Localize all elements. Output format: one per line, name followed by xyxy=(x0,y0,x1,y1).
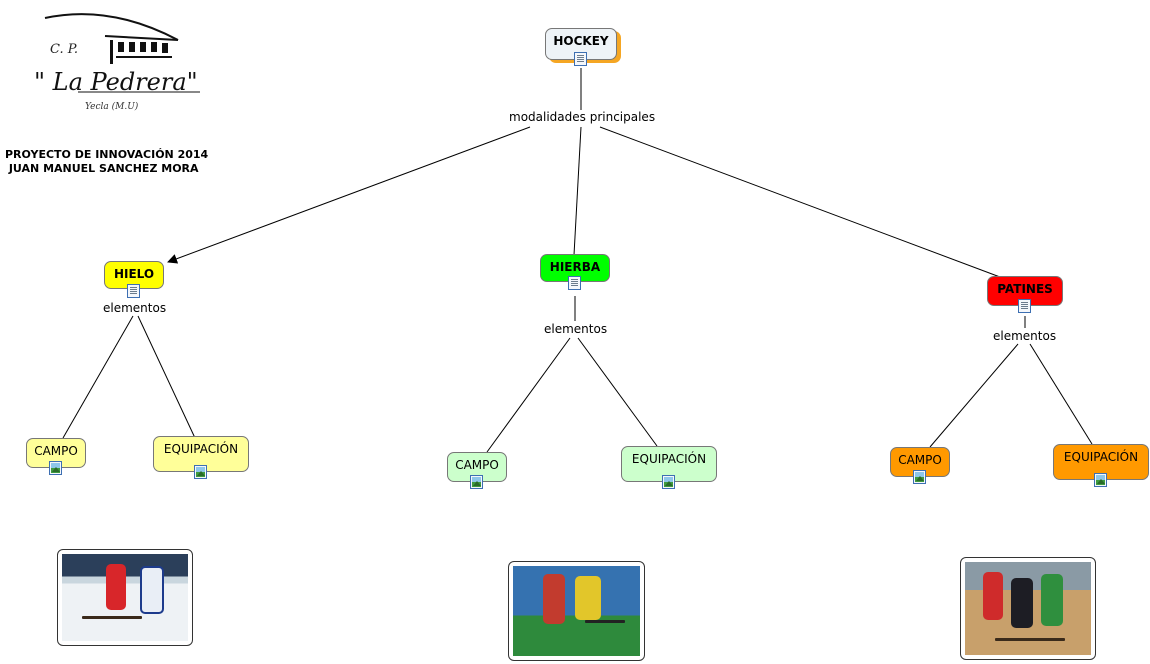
document-icon[interactable] xyxy=(574,52,587,66)
link-elementos-hielo: elementos xyxy=(101,301,169,315)
field-hockey-image xyxy=(513,566,640,656)
image-icon[interactable] xyxy=(662,475,675,489)
field-hockey-photo[interactable] xyxy=(508,561,645,661)
project-caption: PROYECTO DE INNOVACIÓN 2014 JUAN MANUEL … xyxy=(5,148,208,176)
ice-hockey-image xyxy=(62,554,188,641)
document-icon[interactable] xyxy=(1018,299,1031,313)
roller-hockey-image xyxy=(965,562,1091,655)
concept-equipacion-label: EQUIPACIÓN xyxy=(1063,450,1139,464)
logo-town: Yecla (M.U) xyxy=(85,102,139,112)
concept-campo-label: CAMPO xyxy=(34,444,78,458)
logo-prefix: C. P. xyxy=(50,42,78,57)
concept-hockey[interactable]: HOCKEY xyxy=(545,28,617,60)
image-icon[interactable] xyxy=(49,461,62,475)
link-elementos-patines: elementos xyxy=(991,329,1059,343)
concept-equipacion-label: EQUIPACIÓN xyxy=(163,442,239,456)
concept-patines-label: PATINES xyxy=(997,282,1053,296)
link-elementos-hierba: elementos xyxy=(542,322,610,336)
concept-campo-label: CAMPO xyxy=(455,458,499,472)
concept-hockey-label: HOCKEY xyxy=(553,34,609,48)
image-icon[interactable] xyxy=(194,465,207,479)
concept-campo-label: CAMPO xyxy=(898,453,942,467)
concept-equipacion-label: EQUIPACIÓN xyxy=(631,452,707,466)
logo-school-name: " La Pedrera" xyxy=(34,68,198,96)
project-title: PROYECTO DE INNOVACIÓN 2014 xyxy=(5,148,209,161)
school-logo: C. P. " La Pedrera" Yecla (M.U) xyxy=(30,10,205,120)
roller-hockey-photo[interactable] xyxy=(960,557,1096,660)
document-icon[interactable] xyxy=(568,276,581,290)
link-modalidades-principales: modalidades principales xyxy=(507,110,658,124)
school-building-drawing xyxy=(44,13,200,93)
project-author: JUAN MANUEL SANCHEZ MORA xyxy=(5,162,199,175)
image-icon[interactable] xyxy=(1094,473,1107,487)
concept-equipacion-hierba[interactable]: EQUIPACIÓN xyxy=(621,446,717,482)
image-icon[interactable] xyxy=(913,470,926,484)
concept-hierba-label: HIERBA xyxy=(549,260,601,274)
concept-hielo-label: HIELO xyxy=(113,267,155,281)
ice-hockey-photo[interactable] xyxy=(57,549,193,646)
document-icon[interactable] xyxy=(127,284,140,298)
image-icon[interactable] xyxy=(470,475,483,489)
